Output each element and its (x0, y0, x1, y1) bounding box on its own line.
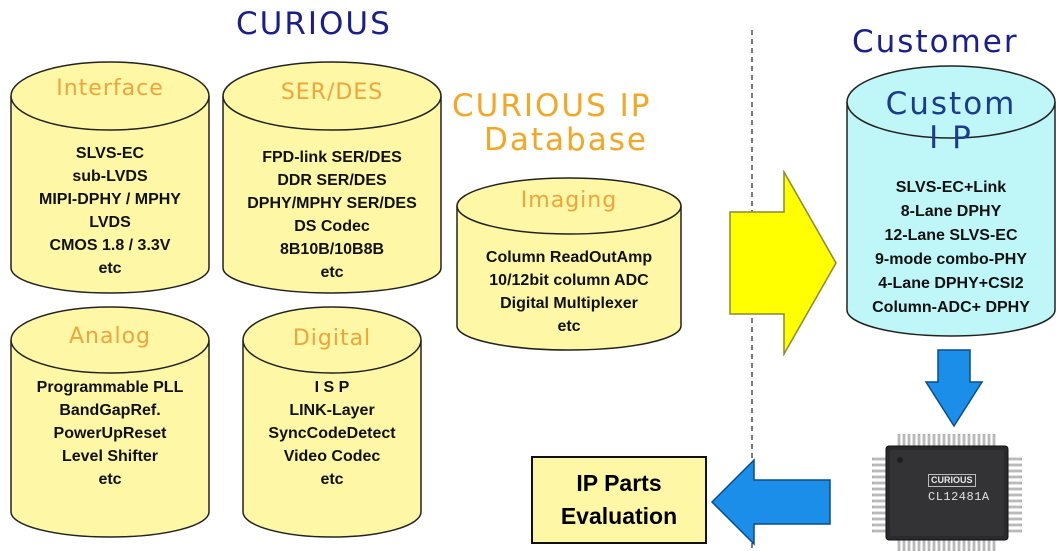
serdes-item: DPHY/MPHY SER/DES (247, 195, 417, 212)
custom-ip-item: 9-mode combo-PHY (874, 251, 1027, 268)
custom-ip-item: Column-ADC+ DPHY (872, 299, 1030, 316)
serdes-cylinder: SER/DES FPD-link SER/DES DDR SER/DES DPH… (222, 60, 442, 294)
blue-down-arrow-icon (924, 349, 984, 428)
analog-item: Programmable PLL (36, 379, 184, 396)
cylinder-shape (846, 65, 1056, 337)
digital-cylinder: Digital I S P LINK-Layer SyncCodeDetect … (242, 306, 422, 538)
imaging-item: etc (557, 318, 581, 335)
custom-ip-title-line1: Custom (885, 86, 1017, 122)
serdes-item: FPD-link SER/DES (262, 149, 402, 166)
interface-item: CMOS 1.8 / 3.3V (49, 237, 171, 254)
serdes-item: etc (320, 264, 344, 281)
analog-title: Analog (68, 324, 151, 349)
interface-item: MIPI-DPHY / MPHY (39, 191, 181, 208)
imaging-cylinder: Imaging Column ReadOutAmp 10/12bit colum… (456, 176, 682, 354)
imaging-title: Imaging (520, 188, 618, 213)
evaluation-line1: IP Parts (576, 470, 662, 496)
digital-item: LINK-Layer (289, 402, 375, 419)
blue-left-arrow-icon (710, 458, 831, 546)
custom-ip-item: 4-Lane DPHY+CSI2 (878, 275, 1024, 292)
interface-item: sub-LVDS (72, 168, 148, 185)
imaging-item: Column ReadOutAmp (485, 249, 653, 266)
database-heading-line1: CURIOUS IP (452, 88, 652, 124)
chip-image: CURIOUS CL12481A (872, 434, 1022, 551)
custom-ip-item: SLVS-EC+Link (895, 179, 1007, 196)
chip-logo: CURIOUS (928, 474, 976, 487)
cylinder-shape (456, 177, 682, 351)
cylinder-shape (10, 61, 210, 294)
digital-item: I S P (314, 379, 350, 396)
custom-ip-title-line2: I P (929, 120, 973, 156)
digital-item: Video Codec (283, 448, 381, 465)
interface-item: SLVS-EC (75, 145, 145, 162)
interface-title: Interface (56, 76, 164, 101)
digital-title: Digital (292, 326, 372, 351)
digital-item: etc (320, 471, 344, 488)
interface-cylinder: Interface SLVS-EC sub-LVDS MIPI-DPHY / M… (10, 60, 210, 294)
interface-item: LVDS (89, 214, 131, 231)
serdes-item: 8B10B/10B8B (279, 241, 385, 258)
analog-item: Level Shifter (61, 448, 159, 465)
analog-item: PowerUpReset (53, 425, 167, 442)
analog-item: etc (98, 471, 122, 488)
ip-parts-evaluation-box: IP Parts Evaluation (531, 456, 707, 544)
customer-heading: Customer (852, 24, 1019, 60)
evaluation-line2: Evaluation (560, 503, 678, 529)
cylinder-shape (242, 306, 422, 538)
analog-item: BandGapRef. (59, 402, 161, 419)
custom-ip-cylinder: Custom I P SLVS-EC+Link 8-Lane DPHY 12-L… (846, 64, 1056, 338)
cylinder-shape (10, 306, 210, 538)
serdes-item: DDR SER/DES (277, 172, 387, 189)
interface-item: etc (98, 260, 122, 277)
yellow-right-arrow-icon (729, 170, 837, 356)
database-heading-line2: Database (484, 122, 648, 158)
analog-cylinder: Analog Programmable PLL BandGapRef. Powe… (10, 306, 210, 538)
curious-heading: CURIOUS (236, 6, 392, 42)
imaging-item: 10/12bit column ADC (489, 272, 649, 289)
serdes-item: DS Codec (294, 218, 370, 235)
chip-package-icon (872, 434, 1022, 551)
custom-ip-item: 12-Lane SLVS-EC (884, 227, 1018, 244)
custom-ip-item: 8-Lane DPHY (900, 203, 1002, 220)
serdes-title: SER/DES (280, 80, 384, 105)
digital-item: SyncCodeDetect (268, 425, 396, 442)
cylinder-shape (222, 61, 442, 294)
chip-part-number: CL12481A (928, 490, 990, 504)
imaging-item: Digital Multiplexer (500, 295, 638, 312)
